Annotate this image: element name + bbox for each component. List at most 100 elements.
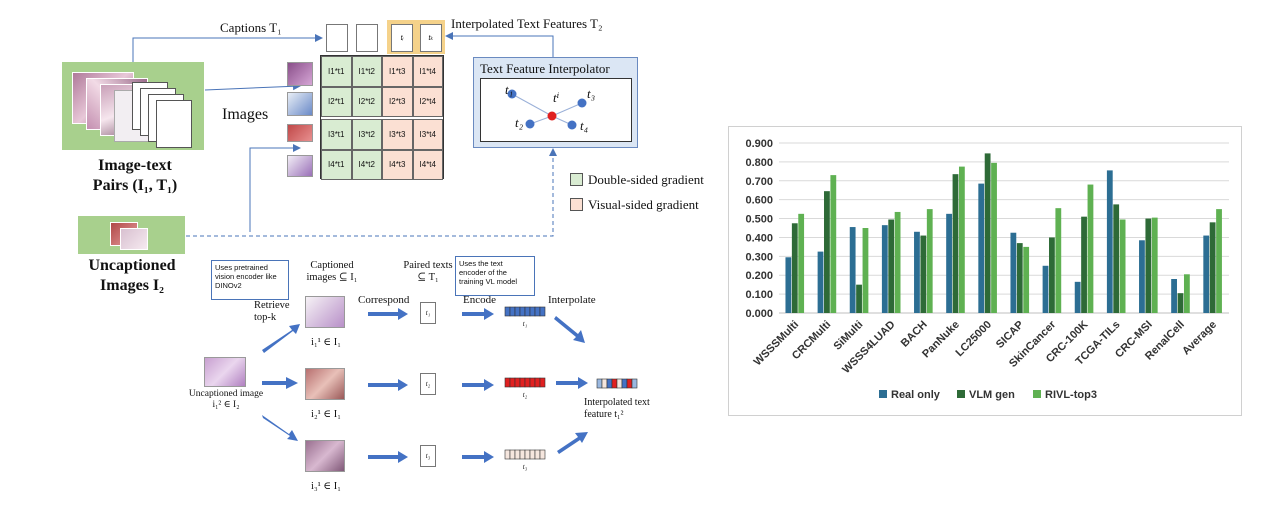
bar (881, 225, 888, 313)
feature-cell (509, 449, 516, 460)
interpolate-label: Interpolate (548, 294, 596, 306)
bar (785, 257, 792, 313)
encode-label: Encode (463, 294, 496, 306)
bar (1113, 204, 1120, 313)
bar (1106, 170, 1113, 313)
matrix-row-image-1 (287, 62, 313, 86)
feature-cell (616, 378, 623, 389)
interp-doc-icon-tk: tₖ (420, 24, 442, 52)
bar (1049, 237, 1055, 313)
matrix-cell: I3*t3 (382, 119, 413, 150)
y-tick-label: 0.000 (745, 308, 773, 320)
pairs-label-line1: Image-text (98, 157, 172, 174)
interpolated-feature-vector (596, 378, 638, 389)
retrieved-image-3 (305, 440, 345, 472)
bar (1023, 246, 1030, 313)
matrix-cell: I4*t1 (321, 149, 352, 180)
feature-cell (519, 449, 526, 460)
feature-cell (529, 377, 536, 388)
x-tick-label: Average (1180, 319, 1219, 358)
interpolator-points (507, 89, 587, 130)
feature-cell (596, 378, 603, 389)
caption-doc-icon (356, 24, 378, 52)
y-tick-label: 0.300 (745, 251, 773, 263)
bar (1074, 281, 1081, 313)
legend-label: RIVL-top3 (1045, 389, 1097, 401)
bar (791, 223, 798, 313)
legend-double-label: Double-sided gradient (588, 172, 704, 187)
retrieved-label-3: i₃¹ ∈ I₁ (311, 481, 341, 492)
bar (1145, 218, 1152, 313)
feature-cell (504, 306, 511, 317)
feature-cell (539, 377, 546, 388)
bar (1055, 208, 1062, 313)
point-t3: t₃ (587, 86, 596, 101)
x-tick-label: LC25000 (954, 319, 994, 359)
matrix-cell: I1*t2 (351, 56, 382, 87)
y-tick-label: 0.100 (745, 289, 773, 301)
query-image-label: Uncaptioned image i₁² ∈ I₂ (188, 389, 264, 410)
retrieved-image-1 (305, 296, 345, 328)
point-t4: t₄ (580, 118, 589, 133)
bar (1216, 209, 1222, 313)
y-tick-label: 0.200 (745, 270, 773, 282)
uncaptioned-label-line2: Images I₂ (100, 277, 164, 294)
bar (1177, 293, 1184, 313)
y-tick-label: 0.400 (745, 232, 773, 244)
interp-text-feature-label: Interpolated text feature t₁² (584, 397, 650, 420)
x-tick-label: WSSSMulti (752, 319, 802, 369)
feature-cell (539, 449, 546, 460)
matrix-cell: I4*t4 (412, 149, 443, 180)
retrieved-doc-icon-1: t₁ (420, 302, 436, 324)
bar (914, 231, 920, 313)
matrix-cell: I2*t1 (321, 86, 352, 117)
retrieved-label-1: i₁¹ ∈ I₁ (311, 337, 341, 348)
legend-swatch (879, 390, 887, 398)
interpolator-space (480, 78, 632, 142)
uncaptioned-label-line1: Uncaptioned (88, 257, 176, 274)
bar (1151, 217, 1158, 313)
feature-cell (524, 449, 531, 460)
feature-cell (601, 378, 608, 389)
feature-cell (621, 378, 628, 389)
bar (926, 209, 933, 313)
bar-chart: 0.0000.1000.2000.3000.4000.5000.6000.700… (745, 138, 1229, 401)
diagram-connectors (132, 32, 588, 463)
uncaptioned-label: Uncaptioned Images I₂ (60, 256, 204, 296)
legend-visual-swatch (570, 198, 583, 211)
correspond-label: Correspond (358, 294, 410, 306)
images-label: Images (222, 106, 269, 123)
feature-vector-3 (504, 449, 546, 460)
pairs-label-line2: Pairs (I₁, T₁) (92, 177, 178, 194)
matrix-cell: I1*t4 (412, 56, 443, 87)
bar (830, 175, 837, 313)
image-stack (72, 68, 192, 148)
matrix-cell: I2*t4 (412, 86, 443, 117)
point-t1: t₁ (505, 82, 514, 97)
bar (984, 153, 991, 313)
feature-cell (514, 449, 521, 460)
note-vision-encoder: Uses pretrained vision encoder like DINO… (211, 260, 289, 300)
bar (1139, 240, 1145, 313)
bar (1171, 279, 1177, 313)
bar (894, 211, 901, 313)
bar (1209, 222, 1216, 313)
matrix-cell: I3*t1 (321, 119, 352, 150)
bar (920, 235, 927, 313)
feature-cell (534, 449, 541, 460)
matrix-cell: I3*t4 (412, 119, 443, 150)
y-tick-label: 0.500 (745, 214, 773, 226)
retrieved-image-2 (305, 368, 345, 400)
matrix-cell: I2*t2 (351, 86, 382, 117)
feature-cell (534, 306, 541, 317)
bar (946, 213, 952, 313)
y-tick-label: 0.700 (745, 176, 773, 188)
point-t2: t₂ (515, 115, 524, 130)
feature-vector-2 (504, 377, 546, 388)
matrix-row-image-2 (287, 92, 313, 116)
y-tick-label: 0.900 (745, 138, 773, 150)
matrix-cell: I2*t3 (382, 86, 413, 117)
captioned-label: Captioned images ⊆ I₁ (306, 260, 358, 283)
bar (856, 284, 862, 313)
